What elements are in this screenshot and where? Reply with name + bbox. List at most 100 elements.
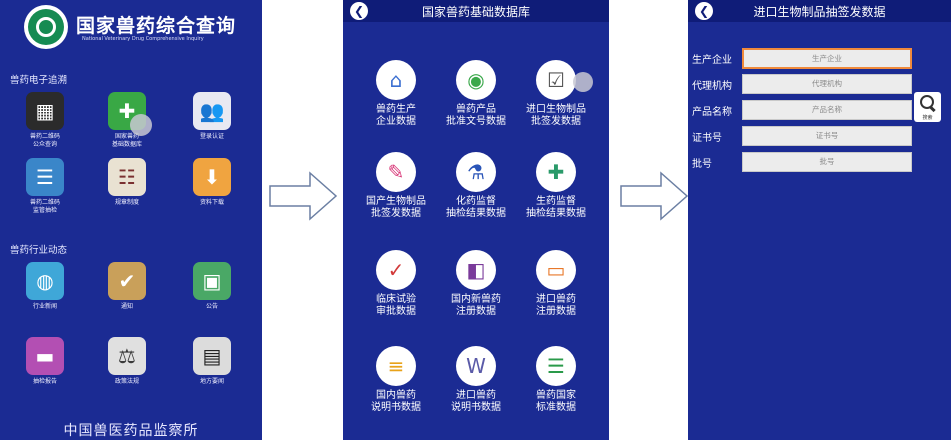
clipboard-edit-icon: ✎: [376, 152, 416, 192]
database-item[interactable]: ≡ 国内兽药说明书数据: [355, 346, 437, 414]
card-icon: ▭: [536, 250, 576, 290]
home-grid-item-label: 政策法规: [114, 378, 139, 385]
medicine-bottle-icon: ✚: [536, 152, 576, 192]
database-item[interactable]: ▭ 进口兽药注册数据: [515, 250, 597, 318]
app-title: 国家兽药综合查询: [76, 15, 237, 37]
header-bar: ❮ 进口生物制品抽签发数据: [688, 0, 951, 22]
home-grid-item[interactable]: ◍ 行业新闻: [15, 262, 75, 311]
field-label: 批号: [692, 159, 712, 170]
database-item[interactable]: ☰ 兽药国家标准数据: [515, 346, 597, 414]
page-title: 进口生物制品抽签发数据: [753, 5, 886, 19]
search-button[interactable]: 搜索: [914, 92, 941, 122]
approval-icon: ✓: [376, 250, 416, 290]
checklist-icon: ☑: [536, 60, 576, 100]
back-arrow-icon: ❮: [353, 4, 365, 18]
database-item-label: 国内新兽药注册数据: [451, 294, 501, 317]
touch-indicator: [573, 72, 593, 92]
flow-arrow-icon: [620, 171, 689, 221]
form-row: 证书号 证书号: [688, 126, 951, 146]
database-item[interactable]: ⌂ 兽药生产企业数据: [355, 60, 437, 128]
database-item[interactable]: ✚ 生药监督抽检结果数据: [515, 152, 597, 220]
house-icon: ⌂: [376, 60, 416, 100]
home-grid-item[interactable]: ▬ 抽检报告: [15, 337, 75, 386]
home-grid-item[interactable]: ⚖ 政策法规: [97, 337, 157, 386]
home-grid-item[interactable]: ▤ 地方要闻: [182, 337, 242, 386]
home-grid-item[interactable]: 👥登录认证: [182, 92, 242, 141]
home-grid-item-label: 地方要闻: [199, 378, 224, 385]
section-traceability: 兽药电子追溯: [10, 75, 68, 86]
database-item-label: 生药监督抽检结果数据: [526, 196, 586, 219]
form-row: 代理机构代理机构: [688, 74, 951, 94]
database-item-label: 化药监督抽检结果数据: [446, 196, 506, 219]
word-doc-icon: W: [456, 346, 496, 386]
field-label: 证书号: [692, 133, 722, 144]
form-row: 产品名称产品名称: [688, 100, 951, 120]
section-industry-news: 兽药行业动态: [10, 245, 68, 256]
database-book-icon: ✚: [108, 92, 146, 130]
home-grid-item[interactable]: ☰兽药二维码监管抽检: [15, 158, 75, 215]
law-icon: ⚖: [108, 337, 146, 375]
home-grid-item[interactable]: ✚ 国家兽药基础数据库: [97, 92, 157, 149]
database-item[interactable]: ⚗ 化药监督抽检结果数据: [435, 152, 517, 220]
home-screen: 国家兽药综合查询 National Veterinary Drug Compre…: [0, 0, 262, 440]
home-grid-item-label: 兽药二维码公众查询: [29, 133, 60, 148]
back-arrow-icon: ❮: [698, 4, 710, 18]
page-title: 国家兽药基础数据库: [421, 5, 530, 19]
app-subtitle: National Veterinary Drug Comprehensive I…: [82, 36, 204, 42]
id-card-icon: ◧: [456, 250, 496, 290]
globe-icon: ◍: [26, 262, 64, 300]
database-item[interactable]: W 进口兽药说明书数据: [435, 346, 517, 414]
home-grid-item[interactable]: ✔ 通知: [97, 262, 157, 311]
flow-arrow-icon: [269, 171, 338, 221]
clipboard-icon: ☷: [108, 158, 146, 196]
back-button[interactable]: ❮: [350, 2, 368, 20]
home-grid-item-label: 行业新闻: [32, 303, 57, 310]
form-input-field[interactable]: 产品名称: [742, 100, 912, 120]
form-row: 批号 批号: [688, 152, 951, 172]
form-row: 生产企业生产企业: [688, 48, 951, 69]
database-item[interactable]: ✎ 国产生物制品批签发数据: [355, 152, 437, 220]
standard-doc-icon: ☰: [536, 346, 576, 386]
folder-icon: ▬: [26, 337, 64, 375]
newspaper-icon: ▤: [193, 337, 231, 375]
home-grid-item-label: 国家兽药基础数据库: [111, 133, 142, 148]
header-bar: ❮ 国家兽药基础数据库: [343, 0, 609, 22]
home-grid-item-label: 规章制度: [114, 199, 139, 206]
database-item-label: 进口生物制品批签发数据: [526, 104, 586, 127]
search-icon: [920, 95, 934, 109]
database-item[interactable]: ◉ 兽药产品批准文号数据: [435, 60, 517, 128]
form-input-field[interactable]: 批号: [742, 152, 912, 172]
qr-code-icon: ▦: [26, 92, 64, 130]
form-input-field[interactable]: 生产企业: [742, 48, 912, 69]
database-item-label: 兽药产品批准文号数据: [446, 104, 506, 127]
home-grid-item[interactable]: ▣公告: [182, 262, 242, 311]
download-icon: ⬇: [193, 158, 231, 196]
database-item-label: 国产生物制品批签发数据: [366, 196, 426, 219]
database-item-label: 兽药生产企业数据: [376, 104, 416, 127]
notice-icon: ✔: [108, 262, 146, 300]
form-input-field[interactable]: 代理机构: [742, 74, 912, 94]
database-item-label: 兽药国家标准数据: [536, 390, 576, 413]
flask-icon: ⚗: [456, 152, 496, 192]
database-item-label: 进口兽药说明书数据: [451, 390, 501, 413]
form-input-field[interactable]: 证书号: [742, 126, 912, 146]
database-item[interactable]: ◧ 国内新兽药注册数据: [435, 250, 517, 318]
home-grid-item[interactable]: ☷ 规章制度: [97, 158, 157, 207]
database-item-label: 国内兽药说明书数据: [371, 390, 421, 413]
database-item-label: 临床试验审批数据: [376, 294, 416, 317]
home-grid-item-label: 抽检报告: [32, 378, 57, 385]
database-item-label: 进口兽药注册数据: [536, 294, 576, 317]
database-item[interactable]: ✓ 临床试验审批数据: [355, 250, 437, 318]
field-label: 生产企业: [692, 55, 732, 66]
database-item[interactable]: ☑ 进口生物制品批签发数据: [515, 60, 597, 128]
home-grid-item-label: 通知: [120, 303, 133, 310]
database-screen: ❮ 国家兽药基础数据库 ⌂ 兽药生产企业数据 ◉ 兽药产品批准文号数据 ☑ 进口生物制品批…: [343, 0, 609, 440]
home-grid-item[interactable]: ⬇资料下载: [182, 158, 242, 207]
home-grid-item[interactable]: ▦ 兽药二维码公众查询: [15, 92, 75, 149]
manual-icon: ≡: [376, 346, 416, 386]
touch-indicator: [130, 114, 152, 136]
search-form-screen: ❮ 进口生物制品抽签发数据 生产企业生产企业代理机构代理机构产品名称产品名称证书…: [688, 0, 951, 440]
back-button[interactable]: ❮: [695, 2, 713, 20]
field-label: 代理机构: [692, 81, 732, 92]
stamp-icon: ◉: [456, 60, 496, 100]
